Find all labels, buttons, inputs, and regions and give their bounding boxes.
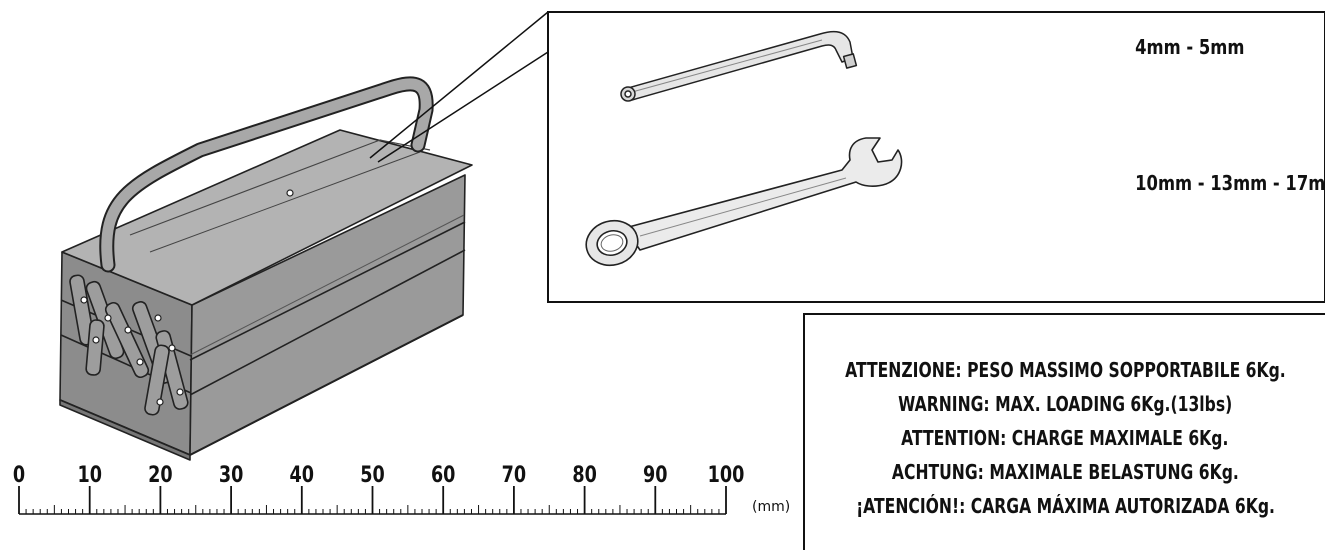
warning-german: ACHTUNG: MAXIMALE BELASTUNG 6Kg. [891,459,1239,484]
ruler-tick-label: 90 [643,462,667,487]
ruler-tick-label: 0 [13,462,25,487]
callout-pointer-lower [377,51,549,163]
ruler-tick-label: 80 [572,462,596,487]
toolbox-icon [59,76,473,461]
callout-pointer-upper [369,11,549,159]
wrench-sizes-label: 10mm - 13mm - 17mm [1135,173,1325,196]
ruler-tick-label: 100 [708,462,745,487]
ruler-tick-label: 70 [502,462,526,487]
warning-english: WARNING: MAX. LOADING 6Kg.(13lbs) [897,391,1233,416]
ruler-tick-label: 10 [77,462,101,487]
combination-wrench-icon [585,137,903,267]
warning-french: ATTENTION: CHARGE MAXIMALE 6Kg. [901,425,1229,450]
warning-spanish: ¡ATENCIÓN!: CARGA MÁXIMA AUTORIZADA 6Kg. [855,493,1275,518]
ruler: 0 10 20 30 40 50 60 70 80 90 100 (mm) [13,462,790,515]
ruler-tick-label: 30 [219,462,243,487]
ruler-tick-label: 60 [431,462,455,487]
warning-italian: ATTENZIONE: PESO MASSIMO SOPPORTABILE 6K… [844,357,1286,382]
ruler-tick-label: 40 [290,462,314,487]
ruler-tick-label: 20 [148,462,172,487]
hex-key-sizes-label: 4mm - 5mm [1135,37,1244,60]
callout-panel [369,11,1325,303]
ruler-unit-label: (mm) [752,499,790,515]
load-warning-box: ATTENZIONE: PESO MASSIMO SOPPORTABILE 6K… [803,313,1325,550]
hex-key-icon [620,30,858,102]
ruler-tick-label: 50 [360,462,384,487]
